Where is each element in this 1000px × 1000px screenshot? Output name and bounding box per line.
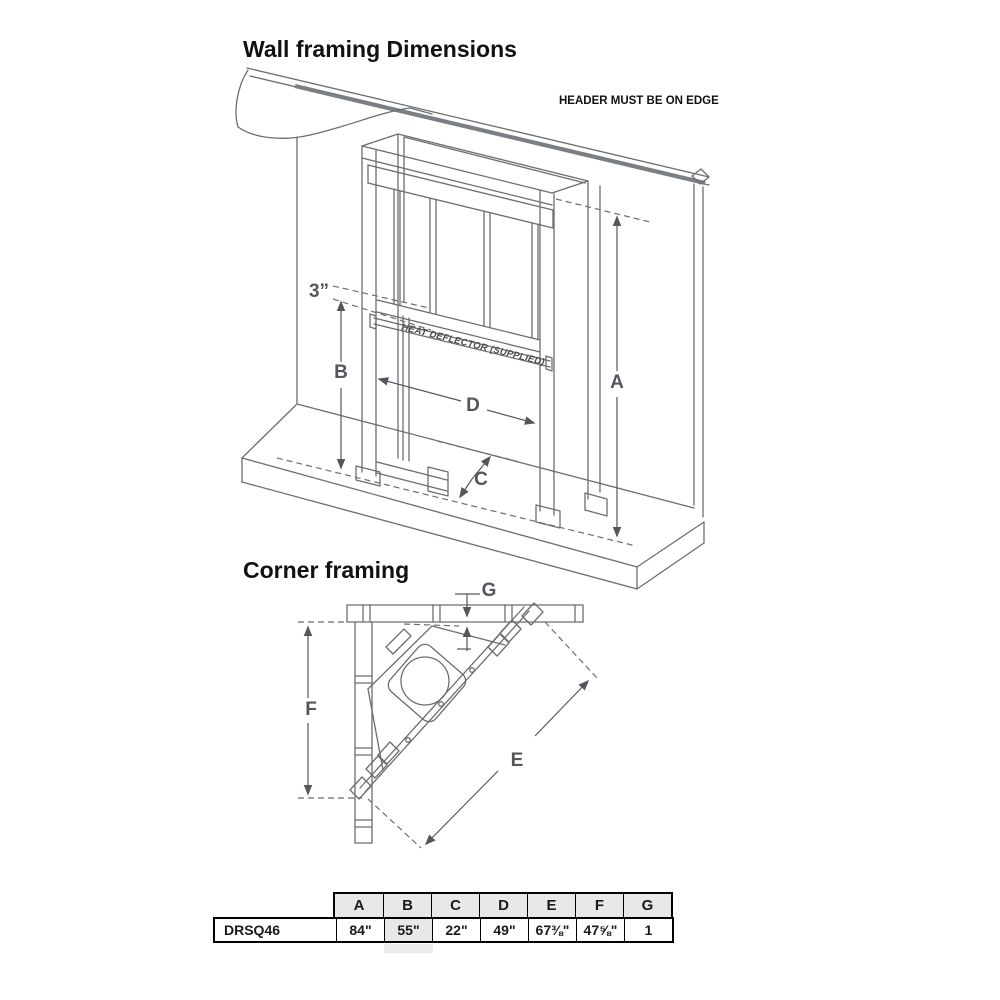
value-d: 49" (480, 919, 528, 941)
dim-label-d: D (466, 395, 480, 416)
wall-framing-diagram (235, 67, 710, 590)
value-b: 55" (384, 919, 432, 941)
dim-label-g: G (481, 580, 497, 601)
value-f: 47⅝" (576, 919, 624, 941)
value-g: 1 (624, 919, 672, 941)
corner-framing-title: Corner framing (243, 557, 410, 583)
dim-label-3in: 3” (308, 281, 330, 302)
dim-label-a: A (610, 372, 624, 393)
col-header-a: A (335, 894, 383, 917)
value-c: 22" (432, 919, 480, 941)
col-header-g: G (623, 894, 671, 917)
dim-label-b: B (334, 362, 348, 383)
dimension-table-data-row: DRSQ46 84" 55" 22" 49" 67⅜" 47⅝" 1 (213, 917, 674, 943)
wall-framing-title: Wall framing Dimensions (243, 36, 517, 62)
col-header-c: C (431, 894, 479, 917)
dim-label-c: C (474, 469, 488, 490)
value-a: 84" (336, 919, 384, 941)
value-e: 67⅜" (528, 919, 576, 941)
header-on-edge-note: HEADER MUST BE ON EDGE (559, 95, 719, 107)
dim-label-f: F (305, 699, 317, 720)
dim-label-e: E (510, 750, 524, 771)
col-header-f: F (575, 894, 623, 917)
col-header-b: B (383, 894, 431, 917)
col-header-d: D (479, 894, 527, 917)
cell-highlight-artifact (384, 944, 433, 953)
corner-framing-diagram (298, 593, 598, 849)
col-header-e: E (527, 894, 575, 917)
dimension-table-header-row: A B C D E F G (333, 892, 673, 919)
model-cell: DRSQ46 (215, 919, 336, 941)
